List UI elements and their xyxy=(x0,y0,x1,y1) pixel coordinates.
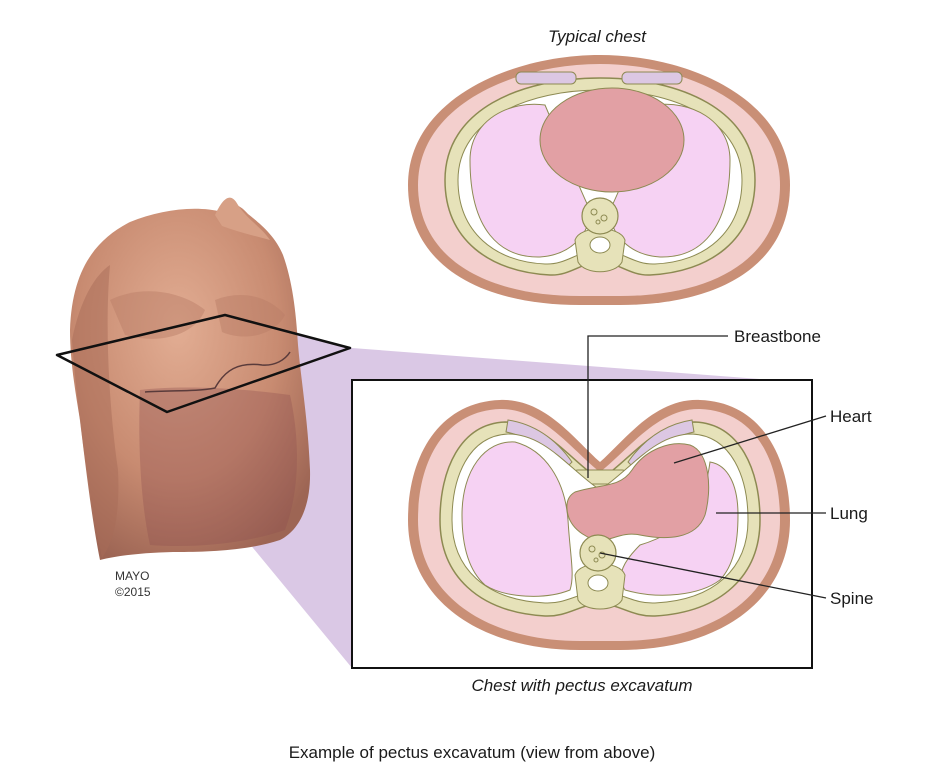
heart-leader xyxy=(673,415,827,464)
pectus-spine xyxy=(574,534,626,610)
typical-chest-section xyxy=(408,55,790,305)
spine-leader xyxy=(599,552,827,599)
label-heart: Heart xyxy=(830,407,872,426)
label-lung: Lung xyxy=(830,504,868,523)
pectus-left-lung xyxy=(461,441,573,597)
label-breastbone: Breastbone xyxy=(734,327,821,346)
credit-year: ©2015 xyxy=(115,585,151,599)
pectus-chest-section xyxy=(408,399,790,650)
credit-mayo: MAYO xyxy=(115,569,149,583)
torso-illustration xyxy=(70,197,311,560)
pectus-heart xyxy=(566,443,710,541)
label-spine: Spine xyxy=(830,589,873,608)
pectus-chest-title: Chest with pectus excavatum xyxy=(471,676,692,695)
typical-spine xyxy=(574,197,626,273)
cutting-plane xyxy=(55,313,352,414)
typical-chest-title: Typical chest xyxy=(548,27,647,46)
breastbone-leader xyxy=(587,335,728,478)
figure-caption: Example of pectus excavatum (view from a… xyxy=(289,743,656,762)
typical-heart xyxy=(539,87,685,193)
